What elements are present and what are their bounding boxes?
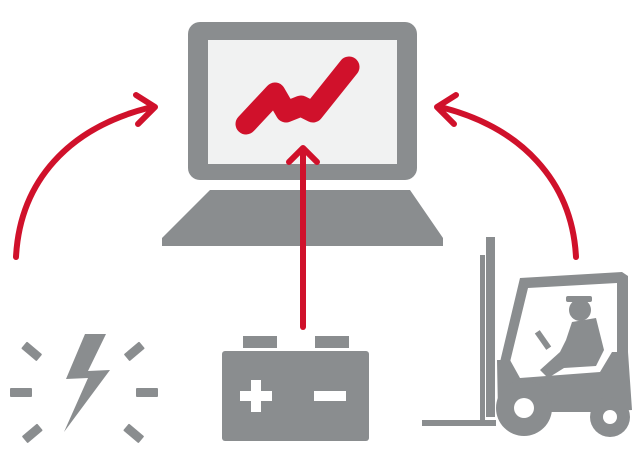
spark-ray [124,341,145,361]
trend-line [235,56,360,135]
forklift-steering [534,330,552,350]
battery-icon [222,336,369,441]
battery-minus [314,391,346,401]
battery-terminal-positive [243,336,277,348]
arrow-right-head [434,92,459,127]
laptop-trend-icon [162,22,443,246]
spark-ray [10,388,32,397]
arrow-right-curve [441,105,579,260]
flow-arrows [13,92,579,330]
forklift-icon [422,237,632,437]
forklift-fork [422,420,496,426]
spark-ray [123,423,144,443]
spark-ray [22,423,43,443]
arrow-center-head [286,145,320,165]
driver-head [569,299,591,321]
battery-plus-v [251,380,261,412]
forklift-front-hub [514,398,534,418]
forklift-rear-hub [603,410,617,424]
spark-ray [21,341,42,361]
battery-body [222,351,369,441]
driver-body [540,318,604,378]
forklift-cab-frame [500,272,628,362]
forklift-mast [486,237,495,417]
arrow-left-curve [13,105,151,260]
arrow-left-head [133,92,158,127]
driver-cap [566,296,592,302]
power-spark-icon [10,334,158,443]
spark-ray [136,388,158,397]
forklift-mast-inner [480,255,485,420]
battery-terminal-negative [315,336,349,348]
lightning-bolt [64,334,110,432]
